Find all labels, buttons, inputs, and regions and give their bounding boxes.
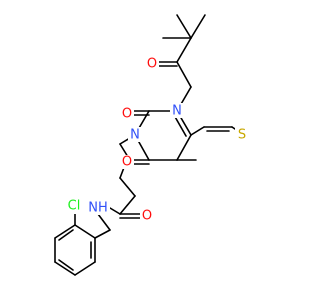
bond: [54, 224, 76, 239]
atom-s: S: [238, 128, 246, 143]
atom-o-amide: O: [142, 209, 152, 224]
atom-nh: NH: [88, 201, 108, 216]
bond: [176, 134, 192, 161]
bond: [54, 261, 76, 276]
bond: [119, 195, 136, 215]
bond: [58, 259, 74, 271]
bond: [58, 229, 74, 241]
atom-o-ketone: O: [147, 57, 157, 72]
bond: [119, 143, 129, 158]
atom-o-c4: O: [122, 155, 132, 170]
bond: [173, 114, 187, 137]
atom-n3: N: [130, 128, 140, 143]
atom-n1: N: [172, 104, 182, 119]
bond: [109, 207, 121, 215]
atom-cl: Cl: [68, 199, 81, 214]
atom-o-c2: O: [122, 107, 132, 122]
bonds: [54, 14, 242, 276]
bond: [176, 14, 192, 39]
bond: [190, 14, 206, 39]
bond: [119, 177, 136, 197]
bond: [74, 224, 96, 239]
bond: [94, 229, 111, 239]
bond: [74, 261, 96, 276]
bond: [190, 126, 205, 136]
bond: [176, 61, 192, 88]
chemical-structure-diagram: O N O N S O O NH Cl: [54, 14, 249, 276]
atom-labels: O N O N S O O NH Cl: [63, 57, 249, 224]
bond: [176, 37, 192, 63]
